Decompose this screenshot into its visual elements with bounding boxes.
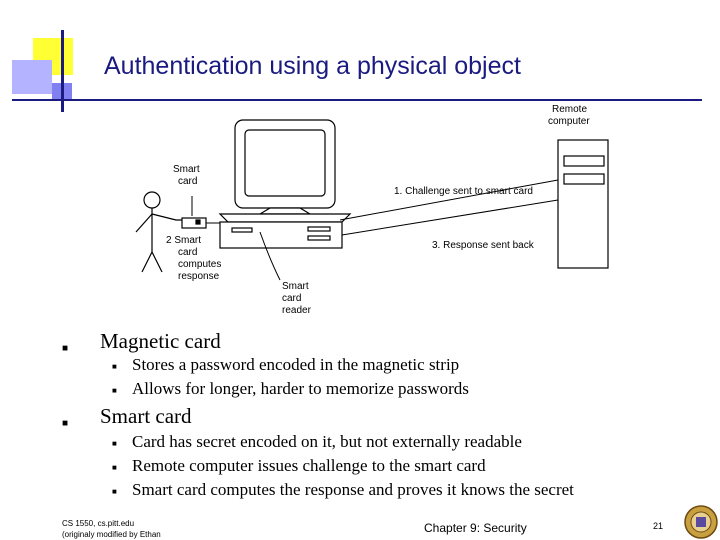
smart-card-label-line2: card — [178, 176, 197, 187]
bullet-marker: ■ — [62, 343, 69, 354]
bullet-marker: ■ — [112, 463, 117, 472]
monitor-illustration — [234, 119, 336, 215]
remote-computer-label-line2: computer — [548, 116, 590, 127]
page-number: 21 — [653, 521, 664, 531]
step2-label-line4: response — [178, 271, 220, 282]
reader-label-line3: reader — [282, 305, 312, 316]
bullet-marker: ■ — [112, 386, 117, 395]
decor-blue-square — [12, 60, 52, 94]
title-underline — [12, 99, 702, 101]
sub-bullet: Allows for longer, harder to memorize pa… — [132, 379, 469, 398]
remote-computer-label-line1: Remote — [552, 104, 587, 115]
reader-label-line1: Smart — [282, 281, 309, 292]
slide-title: Authentication using a physical object — [104, 52, 521, 80]
bullet-smart-card: Smart card — [100, 404, 192, 428]
footer-course: CS 1550, cs.pitt.edu — [62, 519, 135, 528]
bullet-magnetic-card: Magnetic card — [100, 329, 221, 353]
step2-label-line2: card — [178, 247, 197, 258]
remote-computer-tower — [557, 139, 609, 269]
bullet-marker: ■ — [112, 439, 117, 448]
footer-credit: (originaly modified by Ethan — [62, 530, 161, 539]
step3-label: 3. Response sent back — [432, 240, 535, 251]
card-reader — [181, 217, 207, 229]
step2-label-line3: computes — [178, 259, 221, 270]
sub-bullet: Smart card computes the response and pro… — [132, 480, 574, 499]
reader-label-line2: card — [282, 293, 301, 304]
decor-vertical-line — [61, 30, 64, 112]
smart-card-label-line1: Smart — [173, 164, 200, 175]
bullet-marker: ■ — [62, 418, 69, 429]
bullet-marker: ■ — [112, 487, 117, 496]
footer-course-info: CS 1550, cs.pitt.edu (originaly modified… — [62, 518, 161, 540]
footer-chapter: Chapter 9: Security — [424, 521, 527, 535]
connection-lines — [191, 179, 559, 281]
step2-label-line1: 2 Smart — [166, 235, 201, 246]
person-figure — [135, 191, 182, 273]
sub-bullet: Stores a password encoded in the magneti… — [132, 355, 460, 374]
authentication-diagram: Remote computer Smart card 1. Challenge … — [135, 104, 609, 316]
bullet-marker: ■ — [112, 362, 117, 371]
university-seal-icon — [684, 505, 718, 539]
sub-bullet: Remote computer issues challenge to the … — [132, 456, 486, 475]
desktop-base — [218, 213, 352, 249]
step1-label: 1. Challenge sent to smart card — [394, 186, 533, 197]
sub-bullet: Card has secret encoded on it, but not e… — [132, 432, 522, 451]
